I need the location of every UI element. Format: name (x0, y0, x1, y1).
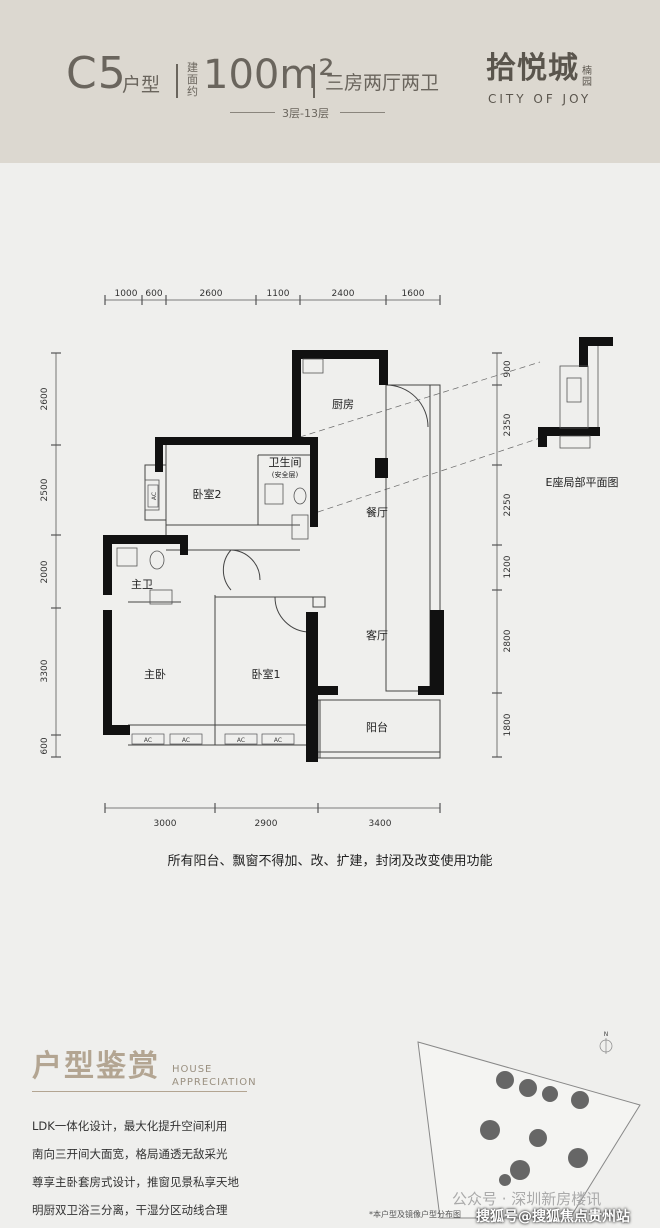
top-dimension-labels: 1000 600 2600 1100 2400 1600 (115, 289, 425, 299)
wechat-watermark: 公众号 · 深圳新房楼讯 (452, 1190, 602, 1208)
dimension-lines (51, 295, 502, 813)
section-subtitle: APPRECIATION (172, 1077, 257, 1088)
section-title: 户型鉴赏 (32, 1049, 160, 1084)
room-config: 三房两厅两卫 (325, 72, 440, 94)
room-wc2: 卫生间 (269, 455, 302, 469)
dim-label: 2800 (503, 629, 513, 652)
description-line: 明厨双卫浴三分离，干湿分区动线合理 (32, 1203, 228, 1217)
header-banner (0, 0, 660, 163)
sohu-watermark: 搜狐号@搜狐焦点贵州站 (476, 1209, 630, 1225)
dim-label: 2600 (200, 289, 223, 299)
brand-logo-sub: 楠园 (582, 66, 592, 88)
dim-label: 2900 (255, 819, 278, 829)
ac-units: AC AC AC AC AC (131, 484, 295, 745)
brand-english: CITY OF JOY (488, 92, 592, 106)
room-kitchen: 厨房 (332, 398, 354, 411)
room-labels: 厨房 卫生间 (安全层) 卧室2 餐厅 主卫 客厅 主卧 卧室1 阳台 (131, 398, 388, 734)
room-dining: 餐厅 (366, 505, 388, 519)
brand-logo: 拾悦城 (486, 51, 579, 86)
dim-label: 900 (503, 360, 513, 377)
room-master: 主卧 (144, 668, 166, 681)
dim-label: 600 (40, 737, 50, 754)
bottom-dimension-labels: 3000 2900 3400 (154, 819, 392, 829)
ac-label: AC (144, 737, 152, 744)
ac-label: AC (182, 737, 190, 744)
area-value: 100m² (203, 52, 335, 98)
thin-walls (128, 384, 441, 759)
inset-leader-lines (299, 361, 541, 513)
dim-label: 2350 (503, 413, 513, 436)
floors-rule (340, 112, 385, 113)
thick-walls (103, 350, 444, 762)
floor-plan: 1000 600 2600 1100 2400 1600 3000 2900 3… (40, 289, 618, 829)
map-note: *本户型及镜像户型分布图 (369, 1210, 461, 1219)
unit-type: C5 (66, 48, 127, 99)
usage-notice: 所有阳台、飘窗不得加、改、扩建，封闭及改变使用功能 (167, 854, 493, 869)
inset-plan: E座局部平面图 (538, 337, 618, 489)
header-divider (313, 64, 315, 98)
description-line: 南向三开间大面宽，格局通透无敌采光 (32, 1147, 228, 1161)
ac-label: AC (151, 492, 158, 500)
dim-label: 1200 (503, 555, 513, 578)
room-balcony: 阳台 (366, 720, 388, 734)
dim-label: 2250 (503, 493, 513, 516)
dim-label: 2500 (40, 478, 50, 501)
dim-label: 2000 (40, 560, 50, 583)
room-master-wc: 主卫 (131, 578, 153, 591)
room-bed2: 卧室2 (193, 487, 222, 501)
area-label: 建面约 (187, 61, 198, 98)
header-divider (176, 64, 178, 98)
dim-label: 600 (145, 289, 162, 299)
dim-label: 3000 (154, 819, 177, 829)
dim-label: 1100 (267, 289, 290, 299)
description-line: LDK一体化设计，最大化提升空间利用 (32, 1119, 228, 1133)
section-subtitle: HOUSE (172, 1064, 213, 1075)
north-arrow: N (604, 1031, 609, 1038)
room-living: 客厅 (366, 628, 388, 642)
ac-label: AC (274, 737, 282, 744)
floor-range: 3层-13层 (282, 107, 329, 120)
left-dimension-labels: 2600 2500 2000 3300 600 (40, 387, 50, 754)
unit-type-suffix: 户型 (122, 74, 161, 96)
section-rule (32, 1091, 247, 1092)
dim-label: 2600 (40, 387, 50, 410)
room-bed1: 卧室1 (252, 667, 281, 681)
dim-label: 1800 (503, 713, 513, 736)
room-wc2-note: (安全层) (272, 470, 299, 479)
dim-label: 2400 (332, 289, 355, 299)
dim-label: 3300 (40, 659, 50, 682)
inset-label: E座局部平面图 (546, 475, 619, 489)
floors-rule (230, 112, 275, 113)
dim-label: 1000 (115, 289, 138, 299)
building-clusters (480, 1071, 589, 1186)
dim-label: 3400 (369, 819, 392, 829)
dim-label: 1600 (402, 289, 425, 299)
ac-label: AC (237, 737, 245, 744)
fixtures (116, 358, 324, 605)
site-map: N (417, 1031, 641, 1219)
description-line: 尊享主卧套房式设计，推窗见景私享天地 (32, 1175, 239, 1189)
right-dimension-labels: 900 2350 2250 1200 2800 1800 (503, 360, 513, 736)
